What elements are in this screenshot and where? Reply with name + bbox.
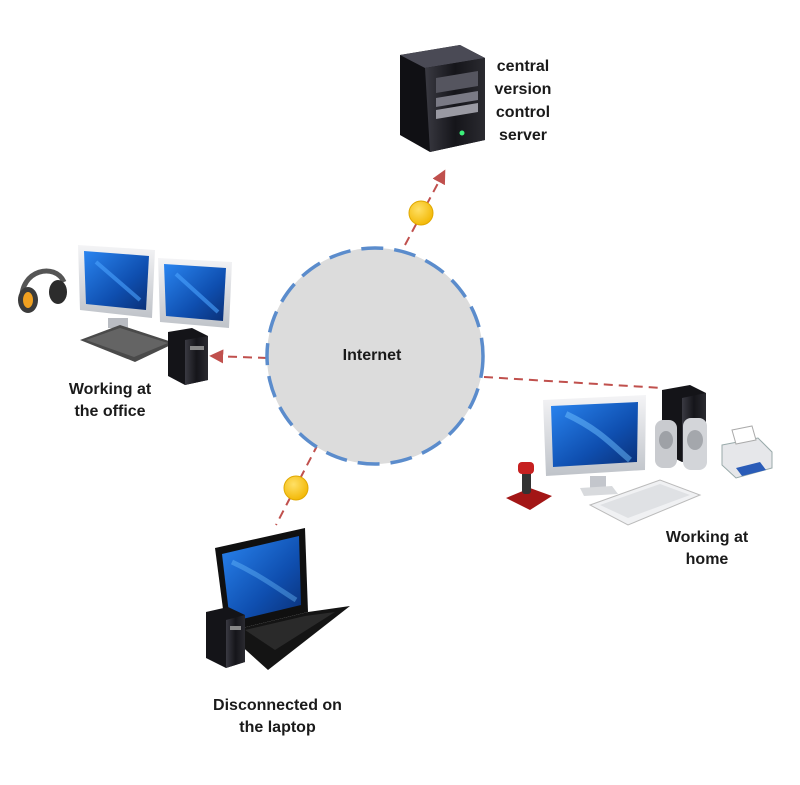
office-label-line: the office [74, 403, 146, 420]
server-label: central version control server [488, 55, 558, 147]
home-computer-icon [543, 385, 706, 526]
laptop-icon [206, 528, 350, 670]
laptop-label-line: the laptop [239, 719, 316, 736]
headphones-icon [18, 268, 67, 313]
office-label: Working at the office [55, 379, 165, 423]
server-link-dot [408, 200, 434, 226]
laptop-label-line: Disconnected on [213, 697, 342, 714]
laptop-label: Disconnected on the laptop [195, 695, 360, 739]
office-label-line: Working at [68, 381, 152, 398]
home-label: Working at home [647, 527, 767, 571]
speakers-icon [655, 418, 707, 470]
joystick-icon [506, 462, 552, 510]
link-to-server [404, 169, 446, 246]
server-label-line: server [498, 127, 548, 144]
server-tower-icon [400, 45, 485, 152]
printer-icon [721, 425, 773, 479]
desktop-workstation-icon [78, 245, 232, 385]
laptop-link-dot [283, 475, 309, 501]
link-to-office [209, 349, 268, 364]
server-label-line: central [496, 58, 550, 75]
home-label-line: Working at [665, 529, 749, 546]
link-to-home [483, 376, 663, 389]
server-label-line: control [495, 104, 551, 121]
home-label-line: home [685, 551, 729, 568]
internet-label: Internet [342, 347, 402, 364]
server-label-line: version [494, 81, 552, 98]
internet-hub [265, 246, 485, 466]
